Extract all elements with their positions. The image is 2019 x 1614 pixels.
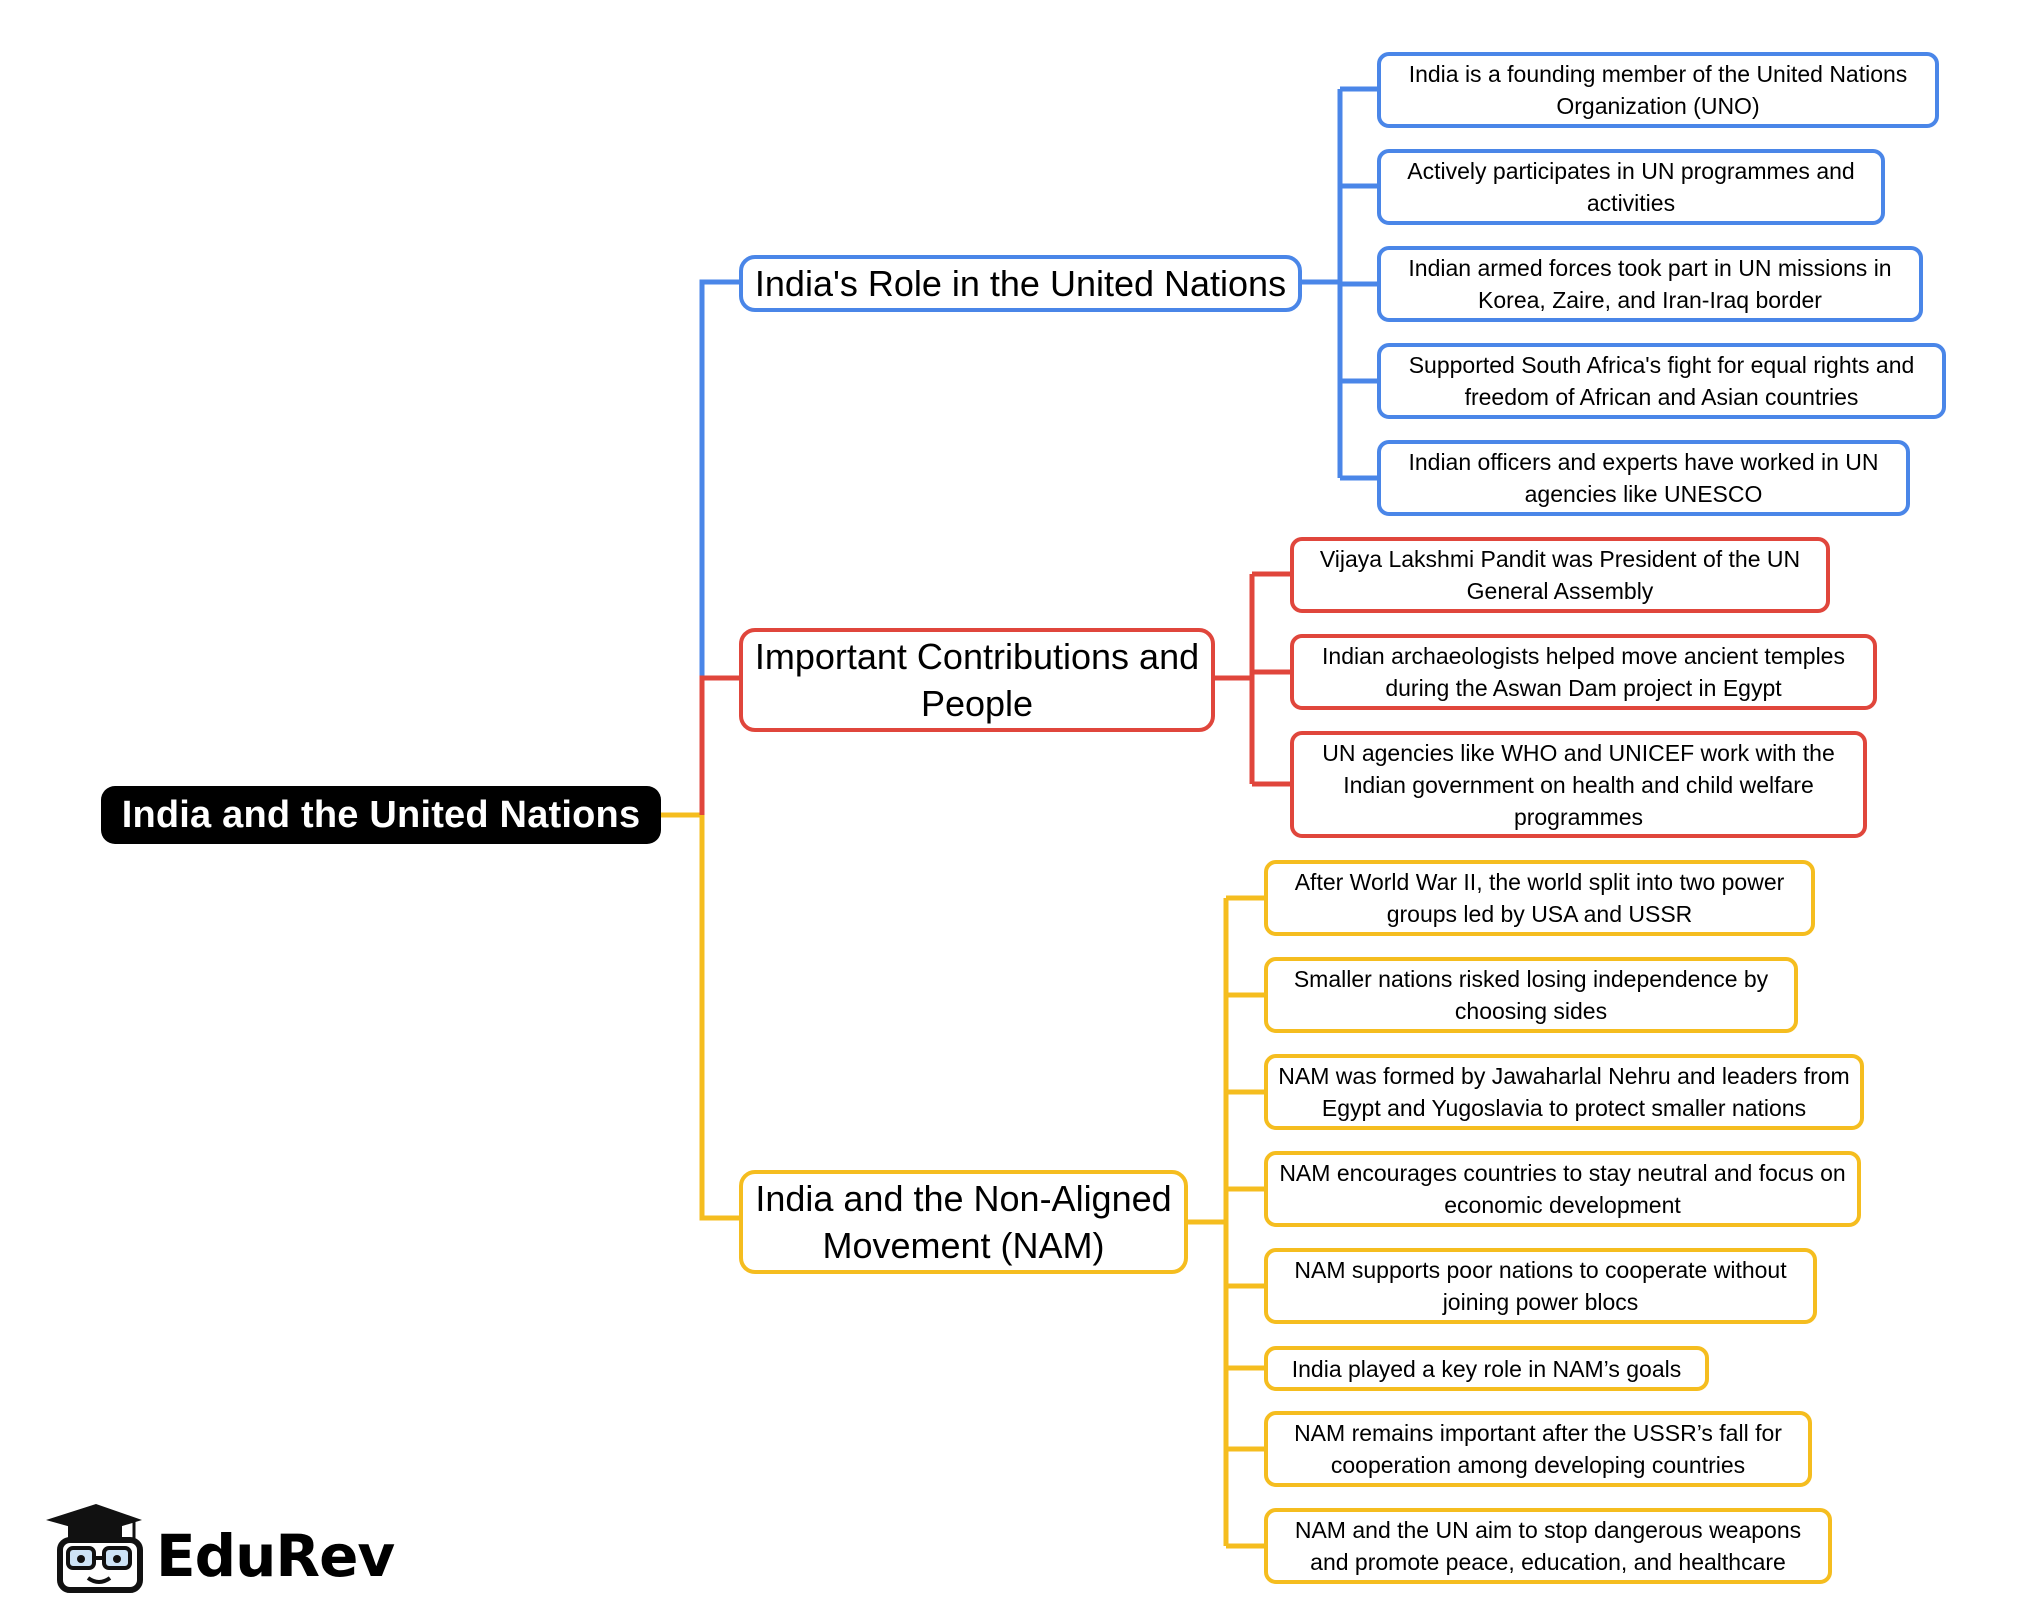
leaf-text: NAM supports poor nations to cooperate w…: [1294, 1257, 1787, 1315]
leaf-text: Supported South Africa's fight for equal…: [1408, 352, 1915, 410]
leaf-node: Indian archaeologists helped move ancien…: [1290, 634, 1877, 710]
leaf-node: India played a key role in NAM’s goals: [1264, 1346, 1709, 1391]
logo-text: EduRev: [156, 1522, 395, 1590]
leaf-node: Supported South Africa's fight for equal…: [1377, 343, 1946, 419]
leaf-text: Vijaya Lakshmi Pandit was President of t…: [1319, 546, 1801, 604]
leaf-text: Indian archaeologists helped move ancien…: [1322, 643, 1845, 701]
leaf-text: UN agencies like WHO and UNICEF work wit…: [1322, 739, 1835, 830]
leaf-node: NAM remains important after the USSR’s f…: [1264, 1411, 1812, 1487]
leaf-text: Indian armed forces took part in UN miss…: [1408, 255, 1892, 313]
leaf-node: NAM supports poor nations to cooperate w…: [1264, 1248, 1817, 1324]
branch-node-nam: India and the Non-Aligned Movement (NAM): [739, 1170, 1188, 1274]
leaf-text: Actively participates in UN programmes a…: [1407, 158, 1855, 216]
leaf-text: NAM encourages countries to stay neutral…: [1279, 1160, 1846, 1218]
leaf-text: NAM remains important after the USSR’s f…: [1294, 1420, 1782, 1478]
edurev-logo: [46, 1504, 143, 1593]
leaf-text: NAM was formed by Jawaharlal Nehru and l…: [1278, 1063, 1850, 1121]
leaf-node: Indian armed forces took part in UN miss…: [1377, 246, 1923, 322]
root-label: India and the United Nations: [121, 793, 641, 836]
leaf-node: India is a founding member of the United…: [1377, 52, 1939, 128]
leaf-node: UN agencies like WHO and UNICEF work wit…: [1290, 731, 1867, 838]
leaf-text: India played a key role in NAM’s goals: [1291, 1355, 1682, 1382]
leaf-node: After World War II, the world split into…: [1264, 860, 1815, 936]
leaf-node: Indian officers and experts have worked …: [1377, 440, 1910, 516]
leaf-text: Indian officers and experts have worked …: [1408, 449, 1879, 507]
branch-label: Important Contributions and People: [754, 636, 1200, 724]
branch-node-un-role: India's Role in the United Nations: [739, 255, 1302, 312]
leaf-text: India is a founding member of the United…: [1408, 61, 1908, 119]
mascot-face-icon: [57, 1537, 143, 1593]
leaf-text: NAM and the UN aim to stop dangerous wea…: [1294, 1517, 1802, 1575]
leaf-node: NAM encourages countries to stay neutral…: [1264, 1151, 1861, 1227]
leaf-node: NAM was formed by Jawaharlal Nehru and l…: [1264, 1054, 1864, 1130]
leaf-text: After World War II, the world split into…: [1294, 869, 1785, 927]
leaf-node: Vijaya Lakshmi Pandit was President of t…: [1290, 537, 1830, 613]
trunk-yellow: [699, 815, 739, 1221]
leaf-node: Actively participates in UN programmes a…: [1377, 149, 1885, 225]
branch-label: India and the Non-Aligned Movement (NAM): [755, 1178, 1172, 1266]
leaf-text: Smaller nations risked losing independen…: [1293, 966, 1769, 1024]
branch-node-contributions: Important Contributions and People: [739, 628, 1215, 732]
root-node: India and the United Nations: [101, 786, 661, 844]
trunk-blue: [699, 279, 739, 678]
leaf-node: Smaller nations risked losing independen…: [1264, 957, 1798, 1033]
leaf-node: NAM and the UN aim to stop dangerous wea…: [1264, 1508, 1832, 1584]
trunk-red: [699, 675, 739, 815]
branch-label: India's Role in the United Nations: [754, 263, 1287, 304]
